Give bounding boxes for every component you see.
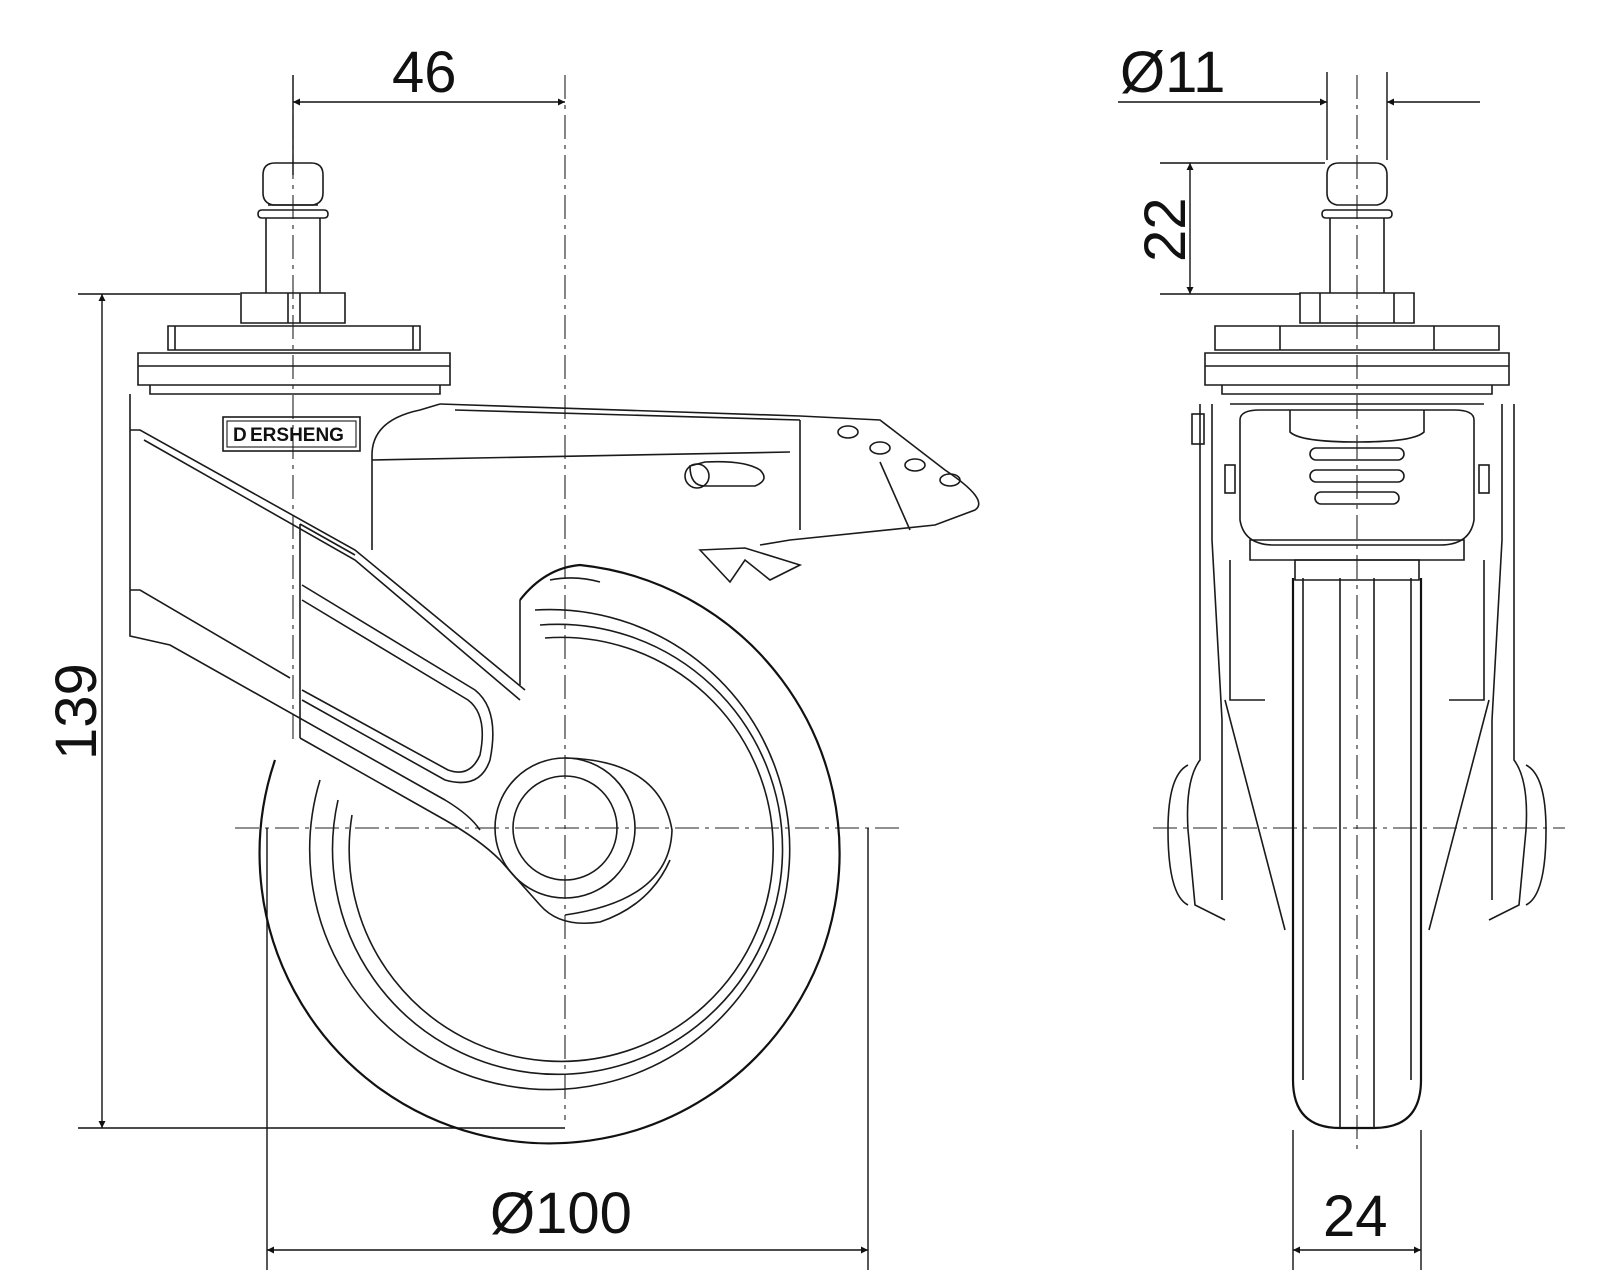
dim-wheel-diameter-value: Ø100 (490, 1181, 632, 1246)
dim-stem-diameter-value: Ø11 (1120, 40, 1225, 105)
wheel-front (1291, 578, 1423, 1130)
dim-wheel-diameter: Ø100 (266, 828, 869, 1270)
dim-offset-value: 46 (392, 40, 457, 105)
dim-stem-length: 22 (1133, 162, 1325, 295)
dim-offset: 46 (292, 40, 565, 175)
brand-logo-letter: D (233, 425, 247, 446)
dim-stem-diameter: Ø11 (1118, 40, 1480, 160)
dim-height: 139 (44, 293, 565, 1129)
brand-badge (222, 416, 361, 452)
dim-height-value: 139 (44, 663, 109, 760)
side-view: D ERSHENG (44, 40, 980, 1270)
dim-stem-length-value: 22 (1133, 197, 1198, 262)
fork-front (1167, 403, 1547, 931)
wheel-side (258, 563, 841, 1145)
dim-wheel-width-value: 24 (1323, 1184, 1388, 1249)
stem-side (137, 162, 451, 395)
stem-front (1204, 162, 1510, 395)
fork-body-side: D ERSHENG (129, 394, 673, 925)
front-view: Ø11 22 24 (1118, 40, 1565, 1270)
brake-pedal-side (371, 403, 980, 584)
dim-wheel-width: 24 (1292, 1130, 1422, 1270)
brand-label: ERSHENG (250, 425, 344, 446)
